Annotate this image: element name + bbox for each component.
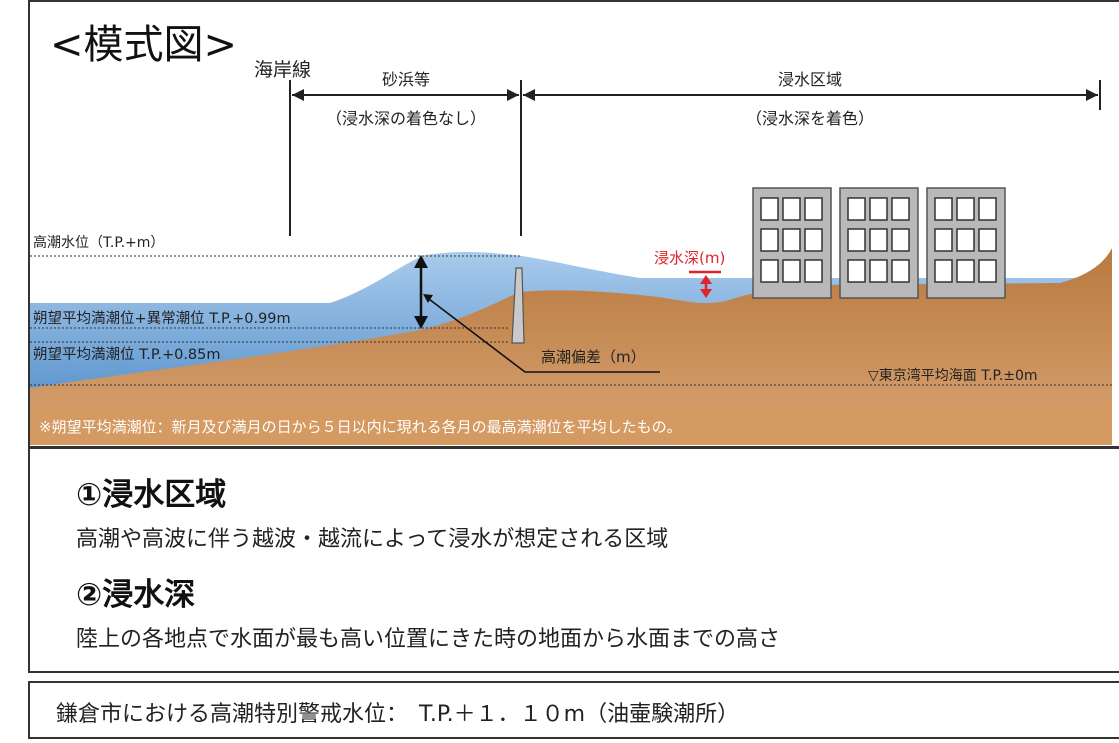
building-window bbox=[978, 259, 997, 283]
building-window bbox=[782, 228, 801, 252]
building-window bbox=[891, 259, 910, 283]
building-window bbox=[847, 197, 866, 221]
footnote-band bbox=[30, 405, 1112, 445]
building-windows bbox=[760, 197, 997, 283]
definitions-panel: ①浸水区域 高潮や高波に伴う越波・越流によって浸水が想定される区域 ②浸水深 陸… bbox=[28, 447, 1119, 673]
beach-label: 砂浜等 bbox=[382, 70, 430, 89]
building-window bbox=[978, 197, 997, 221]
surge-label: 高潮偏差（m） bbox=[541, 348, 646, 366]
flood-zone-label: 浸水区域 bbox=[778, 70, 842, 89]
building-window bbox=[934, 259, 953, 283]
surge-leader-head bbox=[423, 294, 433, 303]
abnormal-tide-label: 朔望平均満潮位+異常潮位 T.P.+0.99m bbox=[33, 310, 291, 327]
warning-level-text: 鎌倉市における高潮特別警戒水位： T.P.＋１．１０m（油壷験潮所） bbox=[56, 702, 740, 727]
building-window bbox=[934, 228, 953, 252]
footnote-text: ※朔望平均満潮位：新月及び満月の日から５日以内に現れる各月の最高満潮位を平均した… bbox=[39, 418, 682, 436]
definition-text-inundation-depth: 陸上の各地点で水面が最も高い位置にきた時の地面から水面までの高さ bbox=[76, 627, 781, 652]
building-window bbox=[847, 228, 866, 252]
building-window bbox=[804, 197, 823, 221]
building-window bbox=[869, 197, 888, 221]
datum-label: ▽東京湾平均海面 T.P.±0m bbox=[868, 367, 1038, 384]
surge-arrow bbox=[414, 255, 428, 329]
beach-note: （浸水深の着色なし） bbox=[326, 109, 486, 128]
surge-leader-line bbox=[424, 295, 660, 373]
depth-label: 浸水深(m) bbox=[654, 249, 725, 267]
building-window bbox=[760, 228, 779, 252]
building-window bbox=[891, 197, 910, 221]
building-window bbox=[956, 228, 975, 252]
building-window bbox=[934, 197, 953, 221]
building-window bbox=[804, 259, 823, 283]
depth-arrow bbox=[689, 270, 721, 298]
flood-zone-note: （浸水深を着色） bbox=[746, 109, 874, 128]
building-window bbox=[760, 259, 779, 283]
building-window bbox=[782, 197, 801, 221]
building-window bbox=[978, 228, 997, 252]
building-window bbox=[956, 259, 975, 283]
building-window bbox=[869, 228, 888, 252]
warning-level-panel: 鎌倉市における高潮特別警戒水位： T.P.＋１．１０m（油壷験潮所） bbox=[28, 681, 1119, 739]
flood-range-arrow bbox=[523, 80, 1101, 110]
building-window bbox=[956, 197, 975, 221]
building-window bbox=[804, 228, 823, 252]
building-window bbox=[847, 259, 866, 283]
mean-high-tide-label: 朔望平均満潮位 T.P.+0.85m bbox=[33, 346, 221, 363]
diagram-title: <模式図> bbox=[50, 22, 237, 68]
building-window bbox=[869, 259, 888, 283]
definition-text-inundation-area: 高潮や高波に伴う越波・越流によって浸水が想定される区域 bbox=[76, 527, 669, 552]
high-tide-label: 高潮水位（T.P.+m） bbox=[33, 234, 164, 251]
building-window bbox=[891, 228, 910, 252]
sea-wall bbox=[511, 267, 525, 344]
building-window bbox=[760, 197, 779, 221]
coastline-label: 海岸線 bbox=[254, 59, 311, 81]
building-window bbox=[782, 259, 801, 283]
beach-range-arrow bbox=[292, 89, 519, 101]
definition-title-inundation-depth: ②浸水深 bbox=[76, 577, 196, 613]
definition-title-inundation-area: ①浸水区域 bbox=[76, 477, 227, 513]
